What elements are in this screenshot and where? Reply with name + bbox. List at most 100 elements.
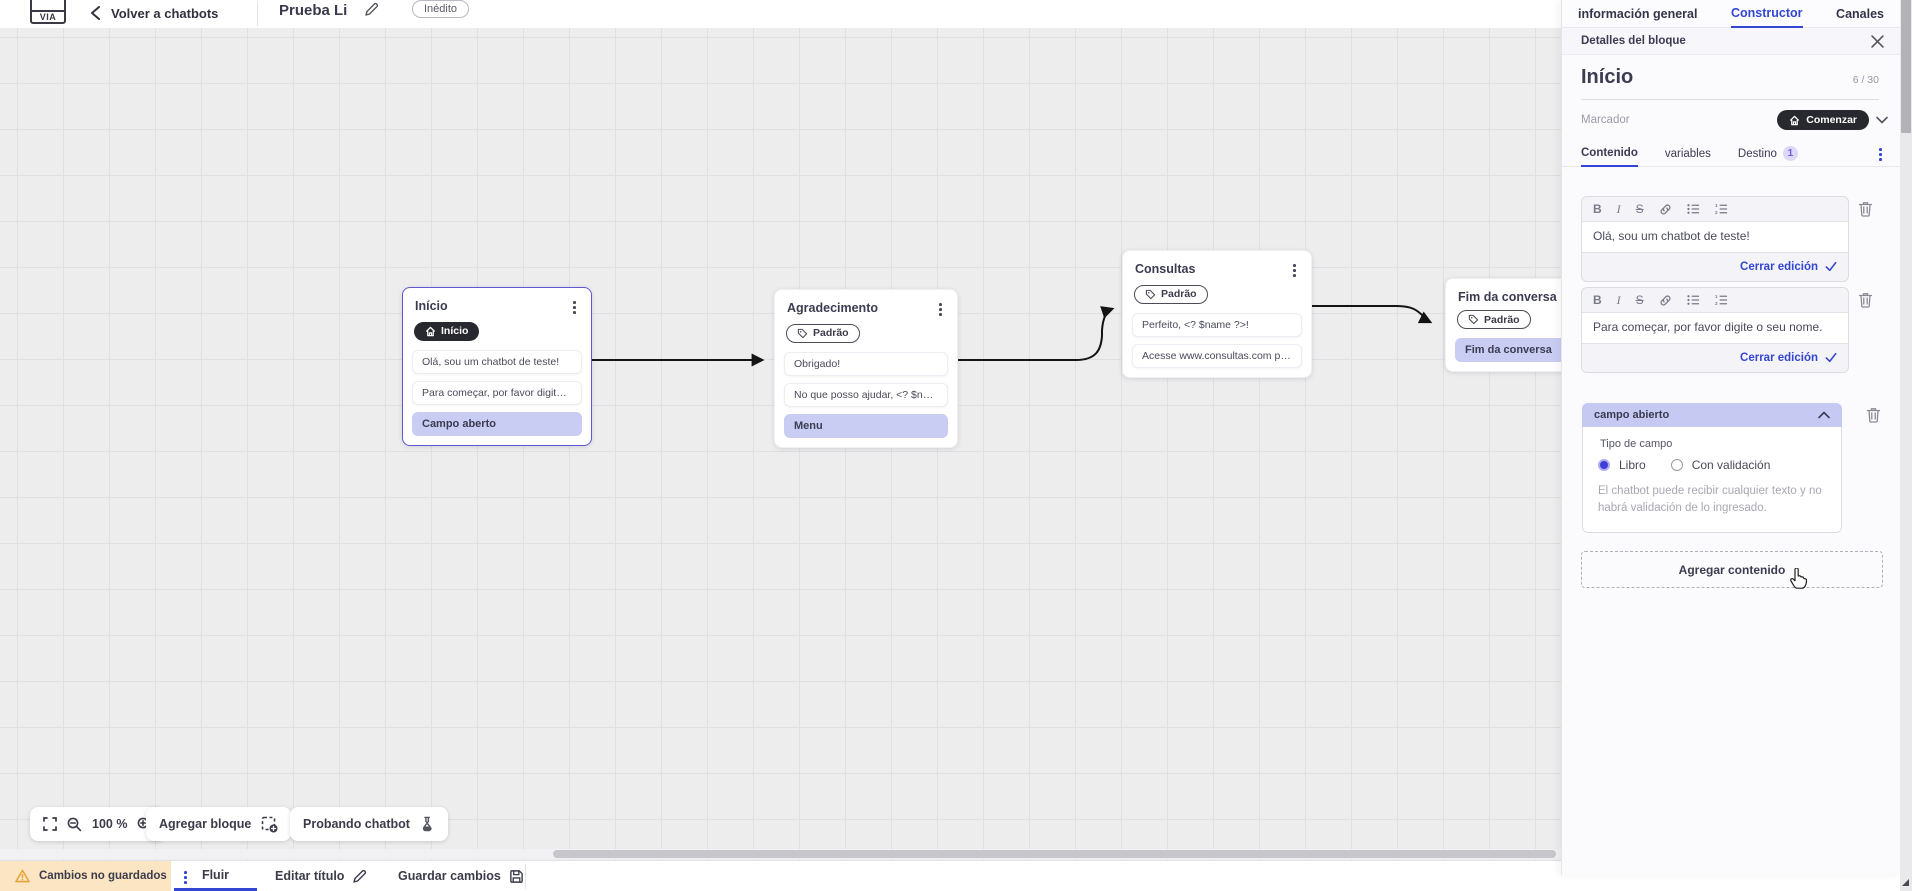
flow-block-inicio[interactable]: Início Início Olá, sou um chatbot de tes… [402, 287, 592, 446]
start-badge: Início [414, 321, 480, 341]
app-logo: VIA [30, 0, 66, 24]
radio-libro-label: Libro [1619, 458, 1646, 472]
warning-icon [15, 869, 30, 883]
block-message-item[interactable]: Obrigado! [784, 351, 948, 376]
edit-title-pencil-icon[interactable] [364, 2, 379, 17]
block-open-field-item[interactable]: Campo aberto [412, 411, 582, 436]
tab-constructor[interactable]: Constructor [1731, 0, 1803, 28]
chevron-down-icon[interactable] [1876, 116, 1888, 124]
tag-icon [1468, 314, 1479, 325]
test-chatbot-button[interactable]: Probando chatbot [290, 807, 448, 841]
edit-title-button[interactable]: Editar título [275, 861, 367, 891]
block-title: Consultas [1135, 262, 1196, 276]
bullet-list-icon[interactable] [1687, 294, 1700, 306]
panel-header: Detalles del bloque [1562, 28, 1900, 55]
block-details-panel: información general Constructor Canales … [1561, 0, 1900, 875]
radio-libro[interactable] [1598, 459, 1610, 471]
fullscreen-icon[interactable] [43, 817, 57, 831]
tab-informacion-general[interactable]: información general [1578, 6, 1698, 21]
check-icon [1825, 261, 1837, 272]
block-message-item[interactable]: Acesse www.consultas.com par... [1132, 343, 1302, 368]
block-message-item[interactable]: Para começar, por favor digite o ... [412, 380, 582, 405]
svg-text:1: 1 [1715, 203, 1718, 208]
back-label: Volver a chatbots [111, 5, 219, 21]
message-text-input[interactable]: Para começar, por favor digite o seu nom… [1582, 312, 1848, 344]
add-block-button[interactable]: Agregar bloque [146, 807, 292, 841]
page-vertical-scrollbar-track[interactable] [1900, 0, 1912, 891]
add-block-icon [261, 816, 278, 833]
destino-count-badge: 1 [1782, 146, 1798, 161]
tab-fluir[interactable]: Fluir [174, 861, 257, 891]
chevron-up-icon[interactable] [1818, 411, 1830, 419]
strikethrough-icon[interactable]: S [1635, 293, 1644, 307]
add-block-label: Agregar bloque [159, 817, 252, 831]
subtab-contenido[interactable]: Contenido [1581, 141, 1638, 167]
close-icon[interactable] [1871, 34, 1884, 48]
field-type-label: Tipo de campo [1600, 438, 1673, 450]
zoom-level: 100 % [92, 817, 128, 831]
block-message-item[interactable]: No que posso ajudar, <? $name ... [784, 382, 948, 407]
delete-message-trash-icon[interactable] [1858, 201, 1873, 217]
default-badge: Padrão [786, 323, 860, 343]
block-menu-kebab-icon[interactable] [1289, 262, 1300, 279]
bold-icon[interactable]: B [1593, 293, 1602, 307]
open-field-section: campo abierto Tipo de campo Libro Con va… [1582, 403, 1842, 533]
zoom-out-icon[interactable] [67, 817, 82, 832]
block-menu-item[interactable]: Menu [784, 413, 948, 438]
block-message-item[interactable]: Olá, sou um chatbot de teste! [412, 349, 582, 374]
radio-con-validacion[interactable] [1670, 459, 1683, 471]
builder-tabs: información general Constructor Canales [1562, 0, 1900, 28]
italic-icon[interactable]: I [1616, 292, 1621, 307]
message-text-input[interactable]: Olá, sou um chatbot de teste! [1582, 221, 1848, 253]
bold-icon[interactable]: B [1593, 202, 1602, 216]
svg-text:1: 1 [1715, 294, 1718, 299]
subtab-destino[interactable]: Destino 1 [1738, 141, 1798, 167]
block-message-item[interactable]: Perfeito, <? $name ?>! [1132, 312, 1302, 337]
divider [257, 2, 258, 26]
flow-block-agradecimento[interactable]: Agradecimento Padrão Obrigado! No que po… [774, 289, 958, 448]
flow-options-kebab-icon[interactable] [180, 869, 191, 886]
block-title: Agradecimento [787, 301, 878, 315]
add-content-button[interactable]: Agregar contenido [1581, 551, 1883, 588]
block-menu-kebab-icon[interactable] [569, 299, 580, 316]
block-subtabs: Contenido variables Destino 1 [1562, 141, 1900, 167]
unsaved-changes-warning: Cambios no guardados [0, 861, 171, 891]
open-field-header[interactable]: campo abierto [1582, 403, 1842, 427]
save-changes-button[interactable]: Guardar cambios [398, 861, 524, 891]
close-edit-button[interactable]: Cerrar edición [1582, 344, 1848, 372]
bullet-list-icon[interactable] [1687, 203, 1700, 215]
pencil-icon [353, 869, 367, 883]
strikethrough-icon[interactable]: S [1635, 202, 1644, 216]
page-vertical-scrollbar-thumb[interactable] [1901, 0, 1911, 133]
block-name-title[interactable]: Início [1581, 66, 1634, 88]
delete-open-field-trash-icon[interactable] [1866, 407, 1881, 423]
subtabs-kebab-icon[interactable] [1875, 146, 1886, 163]
delete-message-trash-icon[interactable] [1858, 292, 1873, 308]
link-icon[interactable] [1659, 203, 1672, 216]
save-icon [510, 869, 523, 883]
tab-canales[interactable]: Canales [1836, 6, 1884, 21]
tag-icon [797, 328, 808, 338]
chatbot-title: Prueba Li [279, 2, 348, 19]
flow-block-consultas[interactable]: Consultas Padrão Perfeito, <? $name ?>! … [1122, 250, 1312, 378]
flask-icon [420, 816, 435, 832]
subtab-variables[interactable]: variables [1664, 147, 1711, 160]
open-field-body: Tipo de campo Libro Con validación El ch… [1582, 427, 1842, 533]
italic-icon[interactable]: I [1616, 201, 1621, 216]
close-edit-button[interactable]: Cerrar edición [1582, 253, 1848, 281]
resize-corner-icon [1902, 879, 1909, 886]
default-badge: Padrão [1134, 284, 1208, 304]
svg-text:2: 2 [1715, 301, 1718, 306]
marker-start-pill[interactable]: Comenzar [1777, 110, 1869, 130]
block-title: Fim da conversa [1458, 290, 1557, 304]
canvas-horizontal-scrollbar-thumb[interactable] [553, 850, 1556, 858]
back-to-chatbots-button[interactable]: Volver a chatbots [90, 0, 218, 26]
link-icon[interactable] [1659, 294, 1672, 307]
block-menu-kebab-icon[interactable] [935, 301, 946, 318]
